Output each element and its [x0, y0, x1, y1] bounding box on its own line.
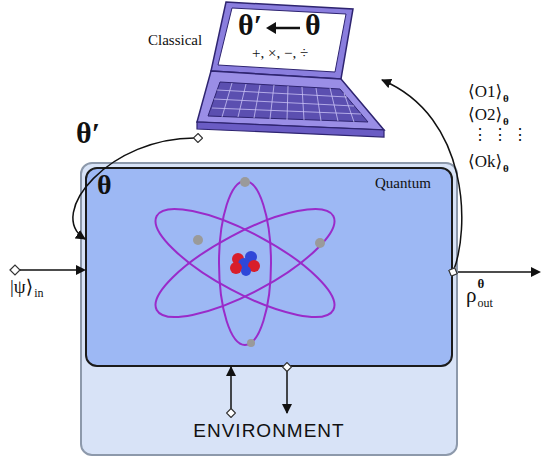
classical-heading: Classical: [148, 32, 202, 49]
electrons: [193, 177, 325, 347]
key-grid: [212, 83, 361, 122]
orbit: [143, 190, 348, 337]
output-superscript: θ: [477, 277, 484, 292]
laptop-screen: [211, 2, 353, 79]
screen-frame: [211, 2, 353, 79]
new-parameters: θ′: [238, 8, 262, 43]
output-state: ρ: [466, 283, 476, 307]
arithmetic-operations: +, ×, −, ÷: [252, 45, 308, 62]
parameters: θ: [305, 8, 321, 43]
input-wire: [10, 265, 86, 275]
input-subscript: in: [34, 287, 43, 301]
keyboard-deck: [197, 71, 384, 130]
keyboard-edge: [197, 122, 384, 137]
screen-display: [218, 8, 346, 72]
orbit: [143, 190, 348, 337]
expectation-value: ⟨O1⟩: [468, 82, 502, 102]
laptop-keyboard: [197, 71, 384, 137]
quantum-heading: Quantum: [375, 175, 431, 192]
connector-arrow: [73, 138, 198, 239]
nucleus: [230, 251, 260, 276]
connector-arrow: [230, 367, 232, 413]
expectation-value: ⟨O2⟩: [468, 105, 502, 125]
expectation-subscript: θ: [503, 115, 509, 128]
connector-arrow: [286, 367, 288, 413]
connector-arrow: [382, 80, 462, 272]
expectation-value: ⟨Ok⟩: [468, 152, 502, 172]
environment-region: ENVIRONMENT θ Quantum: [80, 162, 458, 456]
parameters: θ: [97, 169, 112, 201]
update-arrow: [272, 27, 300, 30]
output-subscript: out: [477, 297, 492, 311]
key-area: [208, 82, 368, 122]
atom-orbits: [143, 181, 348, 345]
laptop-computer: Classicalθ′θ+, ×, −, ÷: [198, 2, 384, 138]
input-state: |ψ⟩: [10, 276, 33, 298]
update-arrow-head: [266, 22, 276, 34]
output-wire: [458, 267, 541, 277]
expectation-subscript: θ: [503, 92, 509, 105]
environment-heading: ENVIRONMENT: [193, 420, 344, 442]
expectation-subscript: θ: [503, 162, 509, 175]
orbit: [219, 181, 271, 345]
quantum-box: θ Quantum: [85, 167, 453, 367]
feedback-label: θ′: [74, 116, 102, 151]
vertical-dots: ⋮ ⋮ ⋮: [472, 126, 528, 144]
